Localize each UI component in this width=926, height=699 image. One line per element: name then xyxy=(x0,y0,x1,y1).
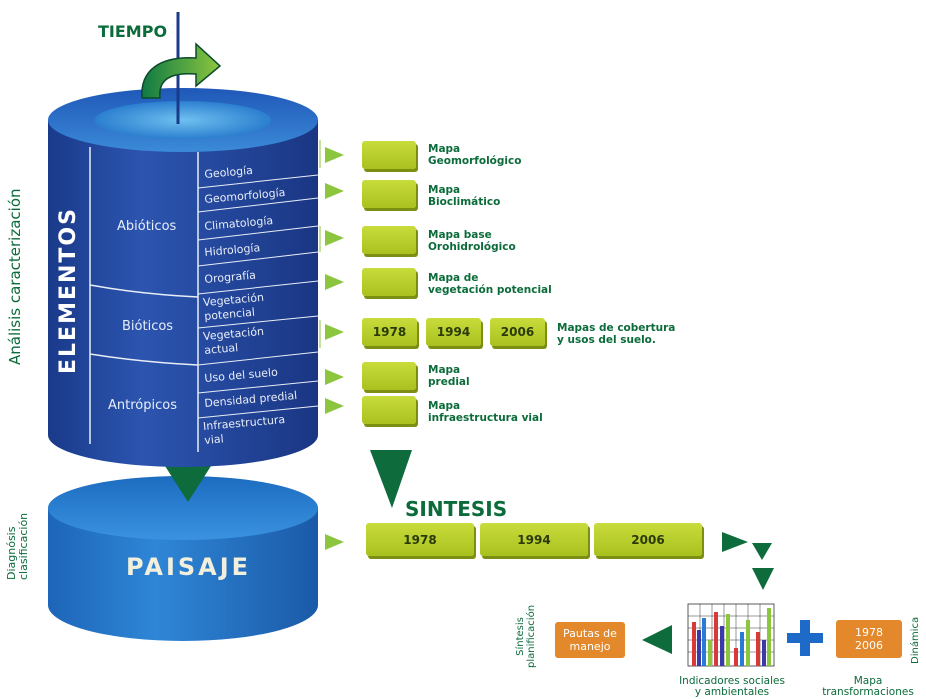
sintesis-down-arrow-2 xyxy=(752,568,774,590)
sintesis-right-arrow xyxy=(722,532,748,552)
down-arrow-right xyxy=(370,450,412,508)
paisaje-cylinder xyxy=(48,476,318,641)
category-bioticos: Bióticos xyxy=(122,319,174,334)
map-box-vegetacion xyxy=(362,268,416,296)
map-box-bioclimatico xyxy=(362,180,416,208)
map-rows xyxy=(319,140,344,550)
map-box-infraestructura xyxy=(362,396,416,424)
dinamica-label: Dinámica xyxy=(910,616,921,664)
paisaje-label: PAISAJE xyxy=(126,553,252,581)
sintesis-title: SINTESIS xyxy=(405,497,508,521)
tiempo-label: TIEMPO xyxy=(98,22,168,41)
coverage-year-1994: 1994 xyxy=(426,318,481,346)
coverage-year-2006: 2006 xyxy=(490,318,545,346)
side-label-analisis: Análisis caracterización xyxy=(6,188,24,365)
sintesis-down-arrow-1 xyxy=(752,543,772,560)
elementos-cylinder xyxy=(48,88,319,467)
bar-chart-icon xyxy=(687,603,775,667)
category-antropicos: Antrópicos xyxy=(108,398,177,413)
sintesis-year-2006: 2006 xyxy=(594,523,702,556)
plus-icon xyxy=(787,620,823,656)
map-box-orohidrologico xyxy=(362,226,416,254)
coverage-year-1978: 1978 xyxy=(362,318,417,346)
sintesis-year-1978: 1978 xyxy=(366,523,474,556)
map-box-geomorfologico xyxy=(362,141,416,169)
elementos-label: ELEMENTOS xyxy=(56,207,81,374)
map-box-predial xyxy=(362,362,416,390)
curved-arrow-icon xyxy=(141,42,222,99)
sintesis-year-1994: 1994 xyxy=(480,523,588,556)
category-abioticos: Abióticos xyxy=(117,219,177,234)
left-arrow xyxy=(642,625,672,654)
